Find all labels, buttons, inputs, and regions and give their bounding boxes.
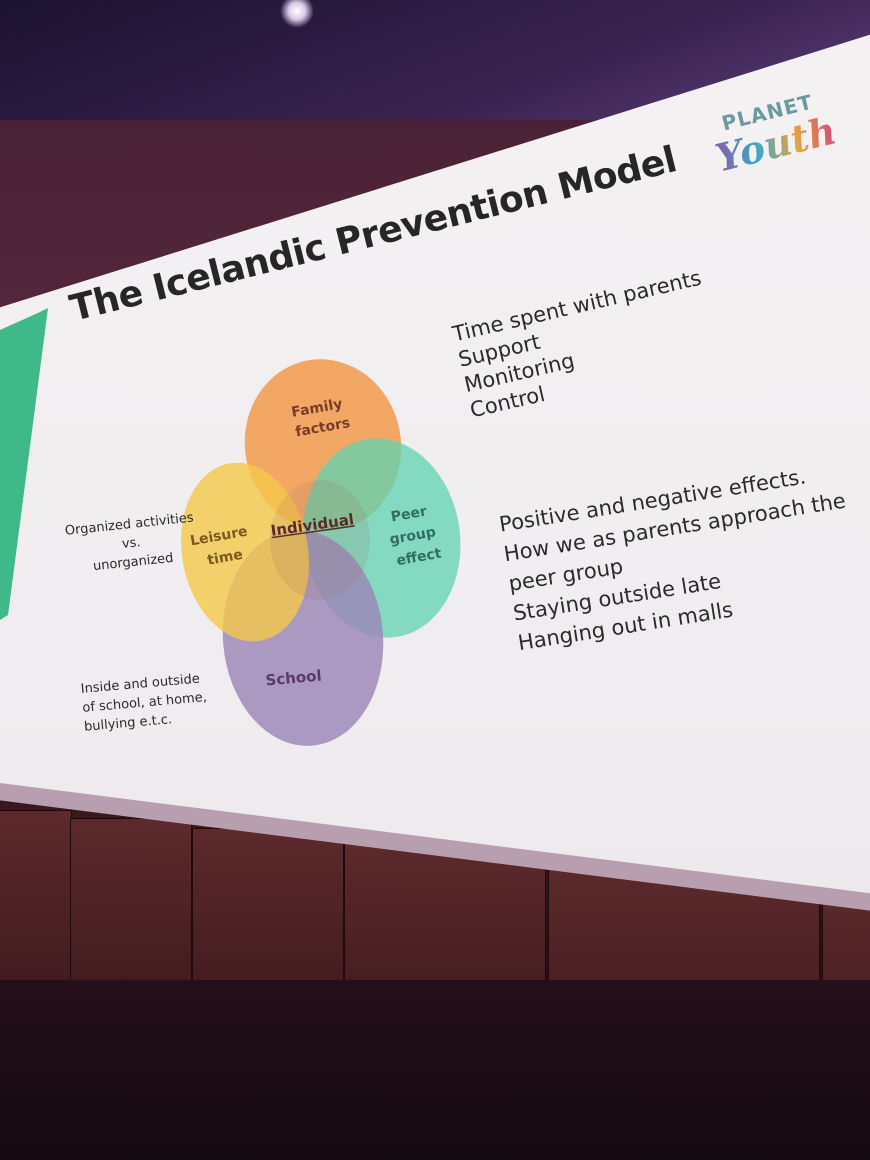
overlap-shade: [270, 480, 370, 600]
stage-light: [280, 0, 314, 28]
stage-panel: [0, 810, 72, 1002]
school-notes: Inside and outside of school, at home, b…: [80, 669, 209, 737]
school-label: School: [265, 667, 322, 690]
peer-label: Peer group effect: [385, 502, 446, 570]
stage-floor: [0, 980, 870, 1160]
leisure-circle: [181, 462, 309, 642]
